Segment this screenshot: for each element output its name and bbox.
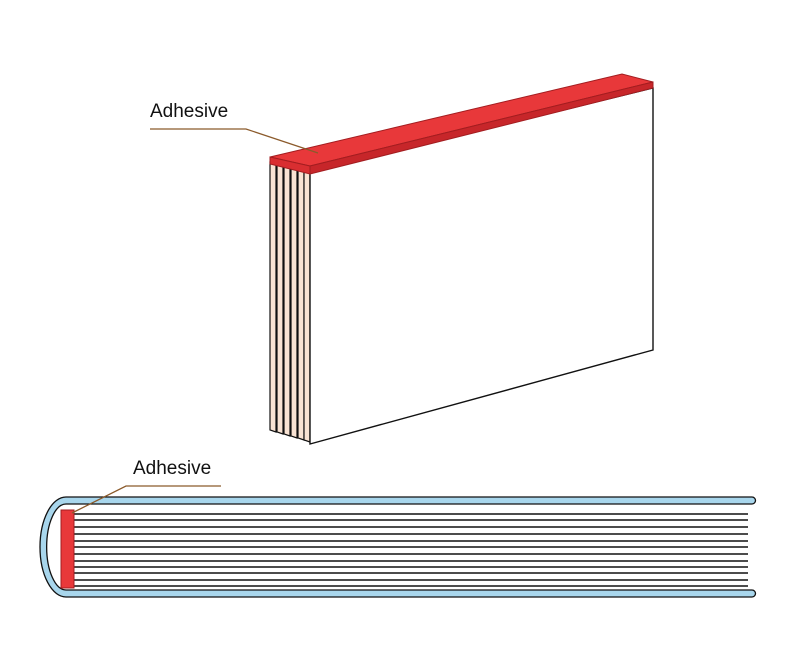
- adhesive-side-face: [269, 156, 311, 175]
- adhesive-label-bottom: Adhesive: [133, 458, 211, 479]
- adhesive-leader-line-top: [150, 128, 319, 154]
- page-edge: [303, 171, 311, 443]
- book-cross-section: Adhesive: [39, 458, 757, 598]
- page-lines: [70, 513, 748, 587]
- page-edge: [276, 163, 284, 435]
- page-edge: [290, 167, 298, 439]
- page-edge: [283, 165, 291, 437]
- page-edge: [269, 161, 277, 433]
- page-edge: [297, 169, 305, 441]
- adhesive-strip: [269, 73, 654, 175]
- page-edges-group: [269, 161, 311, 443]
- adhesive-block: [60, 509, 75, 589]
- adhesive-label-top: Adhesive: [150, 101, 228, 122]
- adhesive-leader-line-bottom: [71, 485, 221, 514]
- page-block-isometric: Adhesive: [150, 73, 654, 445]
- book-cover: [39, 496, 757, 598]
